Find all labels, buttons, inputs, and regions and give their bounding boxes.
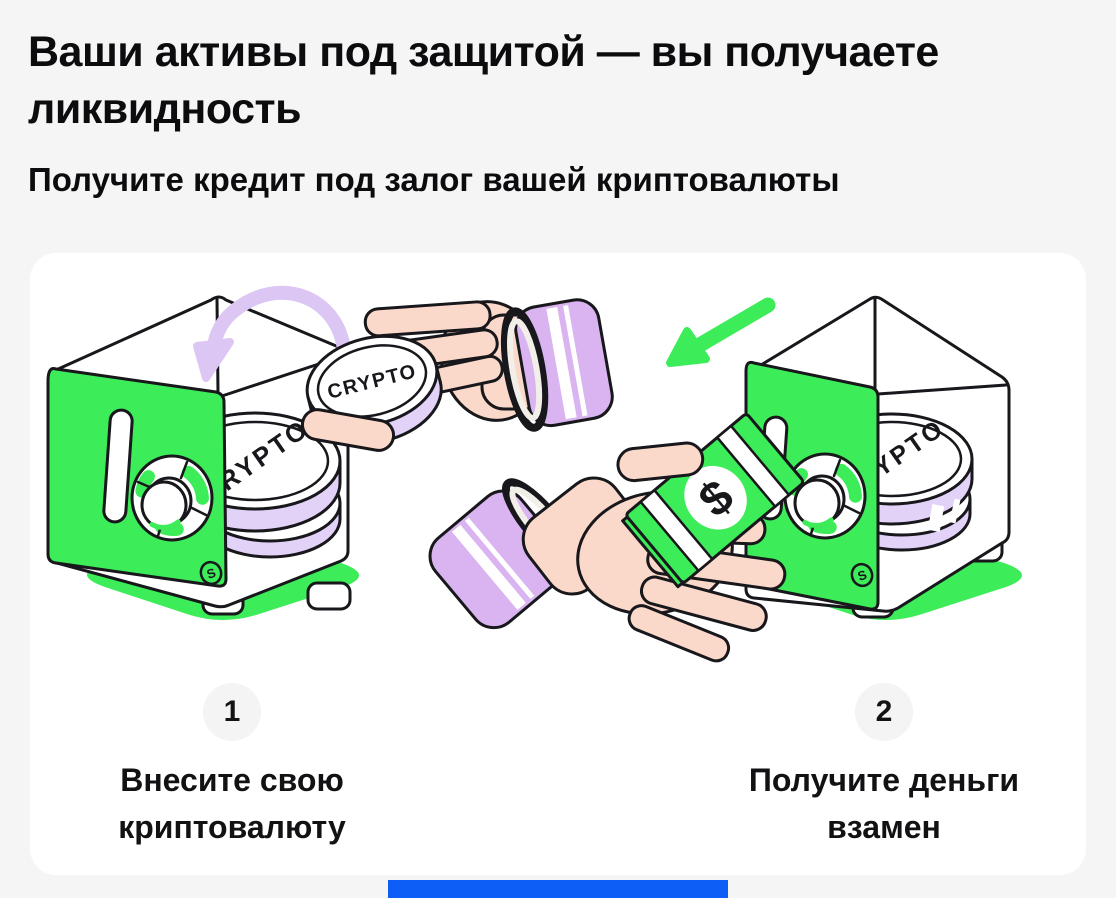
safe-dial-icon [783,452,867,540]
deposit-arrow-icon [193,285,351,382]
step-2: 2 Получите деньги взамен [704,683,1064,851]
bottom-accent-bar [388,880,728,898]
page-title: Ваши активы под защитой — вы получаете л… [28,24,1088,138]
withdraw-arrow-icon [666,297,776,367]
step-2-caption: Получите деньги взамен [748,762,1020,845]
page-title-line1: Ваши активы под защитой — вы получаете [28,28,939,76]
safe-withdraw-icon: CRYPTO S [744,295,1023,620]
step-2-badge: 2 [855,683,913,741]
illustration-card: CRYPTO S [30,253,1086,875]
page-title-line2: ликвидность [28,85,302,133]
safe-deposit-icon: CRYPTO S [46,295,360,620]
hand-holding-coin-icon: CRYPTO [300,298,614,452]
cuff-icon [500,298,614,432]
step-1-badge: 1 [203,683,261,741]
step-1: 1 Внесите свою криптовалюту [52,683,412,851]
page-subtitle: Получите кредит под залог вашей криптова… [28,161,840,198]
safe-dial-icon [130,454,214,542]
crypto-loan-illustration: CRYPTO S [46,285,1023,663]
step-1-caption: Внесите свою криптовалюту [118,762,346,845]
hand-receiving-money-icon: $ [428,413,805,663]
header: Ваши активы под защитой — вы получаете л… [28,24,1088,200]
